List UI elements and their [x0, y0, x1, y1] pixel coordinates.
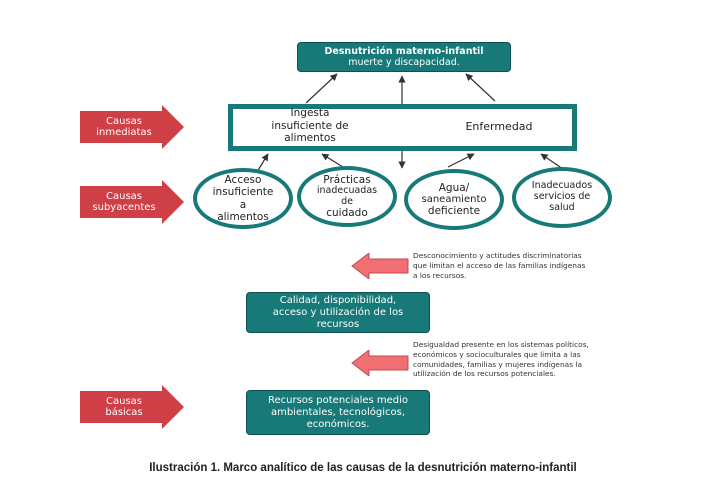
- note-inequality: Desigualdad presente en los sistemas pol…: [413, 340, 589, 379]
- label-underlying-line2: subyacentes: [92, 202, 156, 213]
- note1-arrow: [351, 253, 409, 279]
- note-discrimination: Desconocimiento y actitudes discriminato…: [413, 251, 586, 280]
- resources-quality-box: Calidad, disponibilidad, acceso y utiliz…: [246, 292, 430, 333]
- potential-resources-box: Recursos potenciales medio ambientales, …: [246, 390, 430, 435]
- immediate-food-intake: Ingesta insuficiente de alimentos: [271, 107, 349, 145]
- label-immediate-line1: Causas: [106, 115, 142, 127]
- side-arrow-immediate: Causas inmediatas: [80, 105, 184, 149]
- oval-health-services: Inadecuados servicios de salud: [512, 167, 612, 228]
- outcome-title: Desnutrición materno-infantil: [324, 45, 484, 57]
- label-basic-line2: básicas: [105, 407, 143, 418]
- oval-food-access: Acceso insuficiente a alimentos: [193, 168, 293, 229]
- label-basic-line1: Causas: [106, 395, 142, 407]
- side-arrow-underlying: Causas subyacentes: [80, 180, 184, 224]
- figure-caption: Ilustración 1. Marco analítico de las ca…: [149, 462, 577, 474]
- note2-arrow: [351, 350, 409, 376]
- label-underlying-line1: Causas: [106, 190, 142, 202]
- label-immediate-line2: inmediatas: [96, 127, 152, 138]
- immediate-causes-frame: [228, 104, 577, 151]
- arrow-oval4-to-immediate: [540, 153, 564, 170]
- arrow-oval2-to-immediate: [321, 153, 344, 168]
- immediate-disease: Enfermedad: [465, 120, 533, 133]
- outcome-box: Desnutrición materno-infantil muerte y d…: [297, 42, 511, 72]
- outcome-subtitle: muerte y discapacidad.: [348, 57, 460, 68]
- arrow-disease-to-outcome: [465, 73, 496, 102]
- oval-care-practices: Prácticas inadecuadas de cuidado: [297, 166, 397, 227]
- arrow-oval3-to-immediate: [447, 153, 475, 168]
- oval-water-sanitation: Agua/ saneamiento deficiente: [404, 169, 504, 230]
- arrow-food-to-outcome: [305, 73, 338, 104]
- side-arrow-basic: Causas básicas: [80, 385, 184, 429]
